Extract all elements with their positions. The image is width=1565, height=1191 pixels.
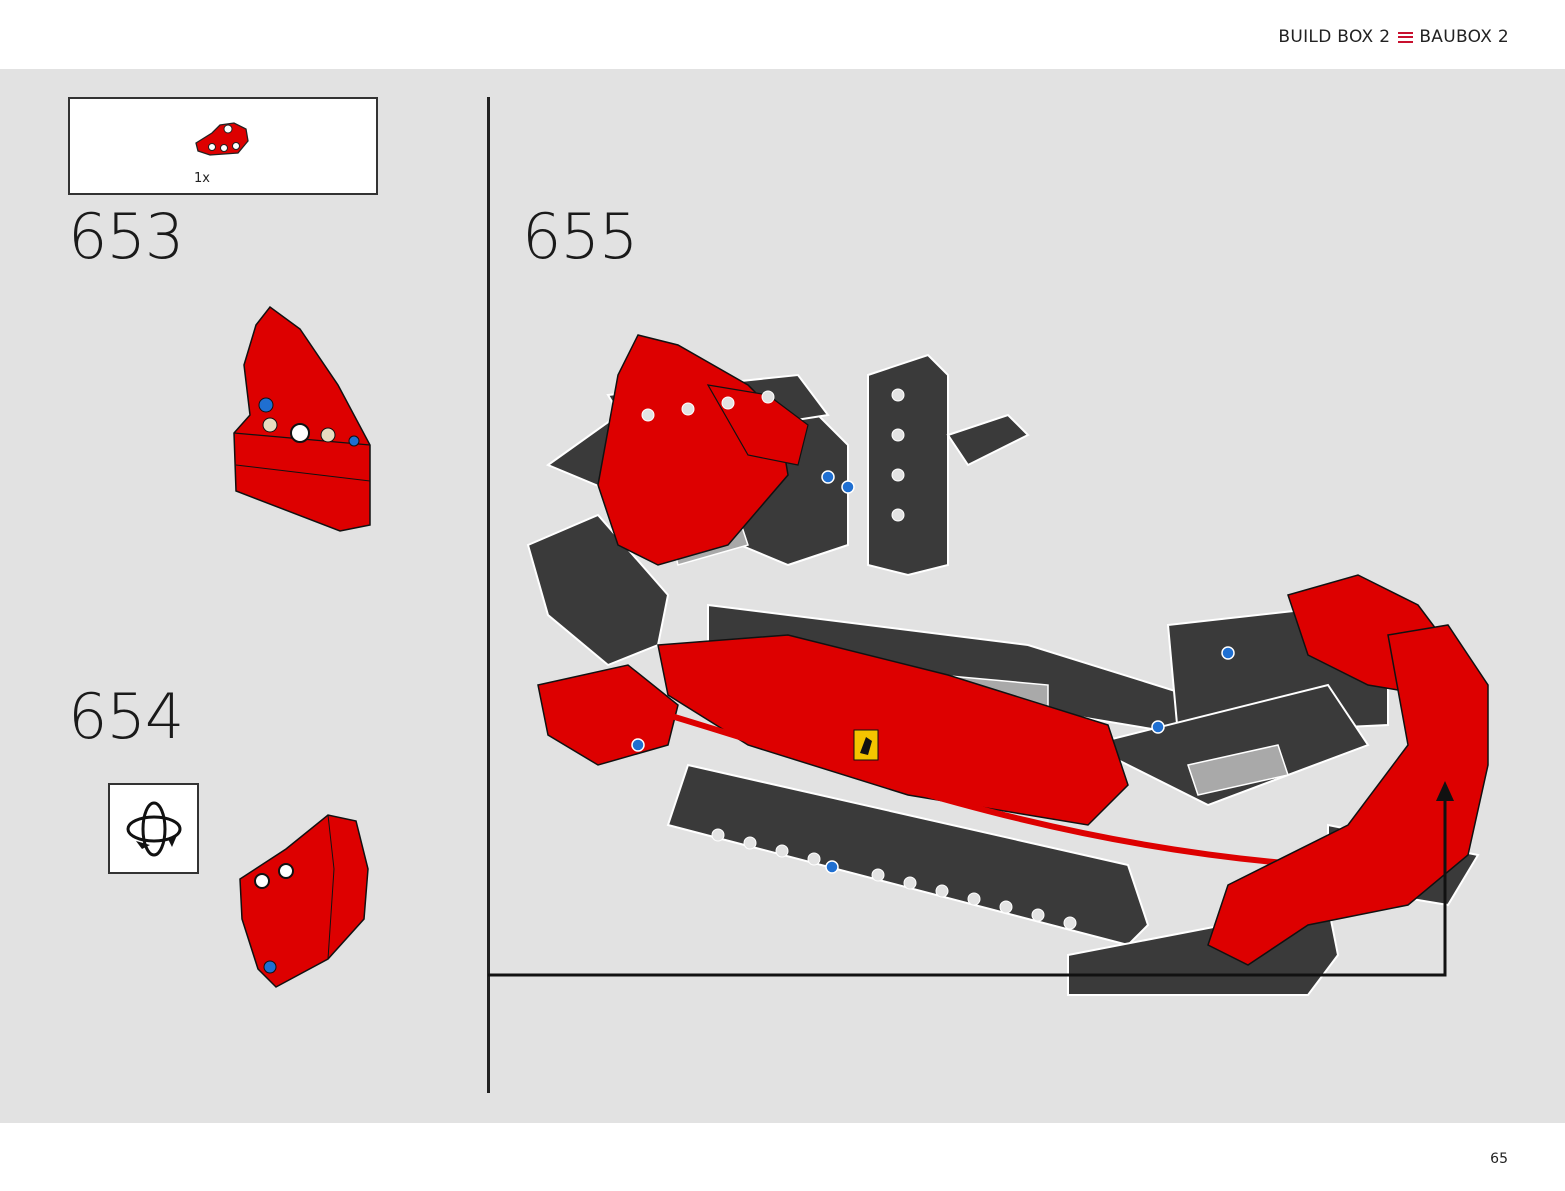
hamburger-icon [1398, 31, 1414, 43]
step-number-654: 654 [68, 680, 184, 753]
page-footer: 65 [0, 1123, 1565, 1191]
step-654-part-illustration [239, 814, 369, 988]
part-quantity: 1x [194, 171, 210, 186]
step-number-655: 655 [522, 200, 638, 273]
step-653-assembly-illustration [233, 305, 371, 532]
rotate-model-icon [108, 783, 199, 874]
build-box-en: BUILD BOX 2 [1278, 27, 1391, 47]
build-box-de: BAUBOX 2 [1419, 27, 1509, 47]
page-header: BUILD BOX 2 BAUBOX 2 [0, 0, 1565, 69]
step-655-chassis-illustration [526, 334, 1489, 996]
step-number-653: 653 [68, 200, 184, 273]
instruction-page: 1x 653 654 655 [0, 69, 1565, 1123]
callout-arrow [488, 781, 1454, 977]
build-box-title: BUILD BOX 2 BAUBOX 2 [1278, 27, 1509, 47]
parts-list: 1x [68, 97, 378, 195]
step-divider [487, 97, 490, 1093]
page-number: 65 [1490, 1151, 1508, 1167]
part-red-connector-icon [195, 122, 249, 156]
